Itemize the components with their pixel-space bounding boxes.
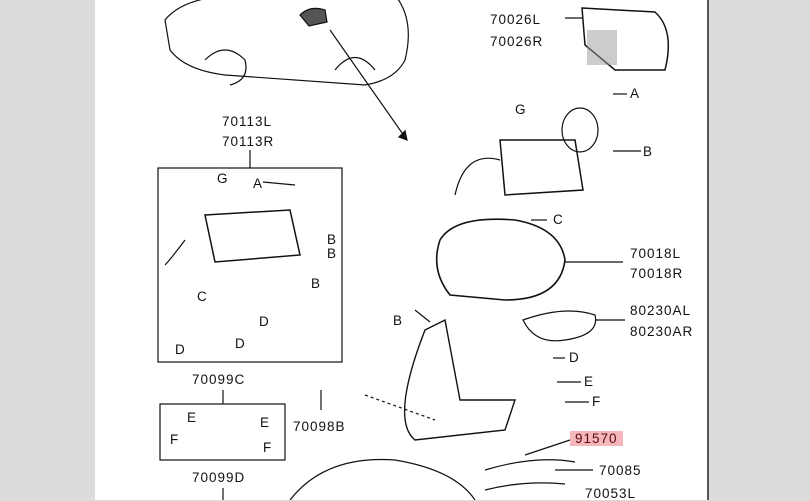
callout-f: F [592, 394, 602, 409]
callout-e: E [187, 410, 198, 425]
callout-d: D [175, 342, 186, 357]
part-label: 70018R [630, 266, 684, 281]
part-label: 70026R [490, 34, 544, 49]
exploded-mirror-drawing [157, 0, 670, 500]
part-label: 70053L [585, 486, 637, 501]
callout-g: G [515, 102, 527, 117]
callout-b: B [393, 313, 404, 328]
callout-b: B [311, 276, 322, 291]
callout-f: F [170, 432, 180, 447]
callout-c: C [553, 212, 564, 227]
part-label: 70098B [293, 419, 346, 434]
part-label: 70113R [222, 134, 275, 149]
part-label: 70026L [490, 12, 542, 27]
callout-d: D [235, 336, 246, 351]
callout-d: D [259, 314, 270, 329]
callout-b: B [327, 246, 338, 261]
part-label: 70099C [192, 372, 246, 387]
callout-e: E [260, 415, 271, 430]
callout-e: E [584, 374, 595, 389]
callout-a: A [630, 86, 641, 101]
callout-b: B [327, 232, 338, 247]
callout-b: B [643, 144, 654, 159]
parts-diagram-sheet: 70026L 70026R 70113L 70113R 70018L 70018… [95, 0, 709, 501]
part-label: 70085 [599, 463, 642, 478]
callout-d: D [569, 350, 580, 365]
part-label: 70113L [222, 114, 273, 129]
part-label: 80230AR [630, 324, 694, 339]
callout-c: C [197, 289, 208, 304]
highlighted-part-label[interactable]: 91570 [570, 431, 623, 446]
part-label: 70018L [630, 246, 682, 261]
part-label: 70099D [192, 470, 246, 485]
callout-f: F [263, 440, 273, 455]
callout-a: A [253, 176, 264, 191]
callout-g: G [217, 171, 229, 186]
part-label: 80230AL [630, 303, 692, 318]
